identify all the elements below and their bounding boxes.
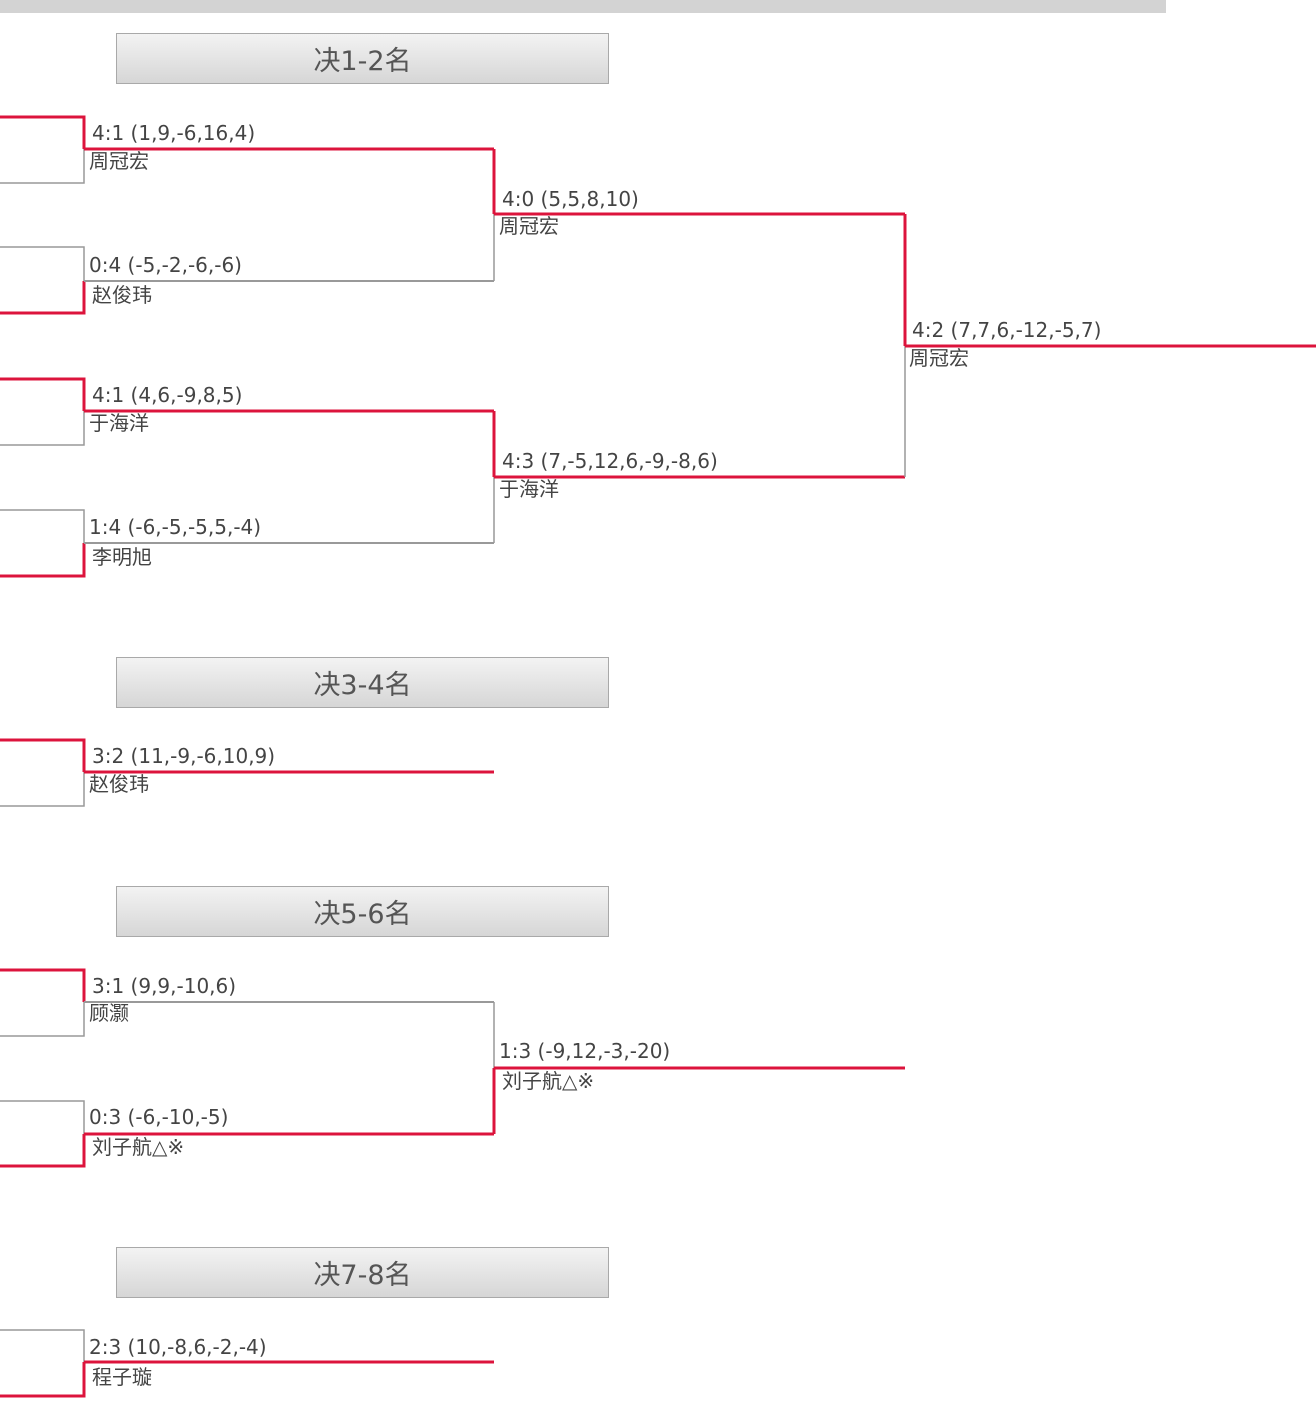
match-score: 4:1 (4,6,-9,8,5) [92,383,243,407]
top-scroll-bar [0,0,1166,13]
match-score: 4:0 (5,5,8,10) [502,187,639,211]
match-winner: 于海洋 [89,411,149,435]
match-score: 1:4 (-6,-5,-5,5,-4) [89,515,262,539]
match-stub-2 [0,246,86,315]
match-score: 3:1 (9,9,-10,6) [92,974,237,998]
match-winner: 赵俊玮 [92,283,152,307]
match-score: 3:2 (11,-9,-6,10,9) [92,744,276,768]
match-score: 2:3 (10,-8,6,-2,-4) [89,1335,267,1359]
section-header-7-8: 决7-8名 [116,1247,609,1298]
match-winner: 刘子航△※ [502,1069,595,1093]
match-stub-3-4 [0,738,494,807]
match-stub-7-8 [0,1329,494,1398]
section-header-3-4: 决3-4名 [116,657,609,708]
section-header-5-6: 决5-6名 [116,886,609,937]
match-stub-5-6-a [0,968,494,1037]
match-winner: 程子璇 [92,1365,152,1389]
final-score: 4:2 (7,7,6,-12,-5,7) [912,318,1102,342]
match-winner: 顾灏 [89,1001,129,1025]
final-winner: 周冠宏 [909,346,969,370]
match-winner: 周冠宏 [499,214,559,238]
match-stub-4 [0,509,86,578]
match-winner: 刘子航△※ [92,1135,185,1159]
match-stub-1 [0,115,86,184]
match-score: 0:4 (-5,-2,-6,-6) [89,253,242,277]
section-header-1-2: 决1-2名 [116,33,609,84]
match-stub-3 [0,377,86,446]
match-winner: 周冠宏 [89,149,149,173]
match-stub-5-6-b [0,1100,494,1168]
match-score: 4:1 (1,9,-6,16,4) [92,121,256,145]
match-score: 0:3 (-6,-10,-5) [89,1105,229,1129]
match-winner: 赵俊玮 [89,772,149,796]
match-score: 1:3 (-9,12,-3,-20) [499,1039,671,1063]
match-winner: 于海洋 [499,477,559,501]
match-winner: 李明旭 [92,545,152,569]
match-score: 4:3 (7,-5,12,6,-9,-8,6) [502,449,718,473]
